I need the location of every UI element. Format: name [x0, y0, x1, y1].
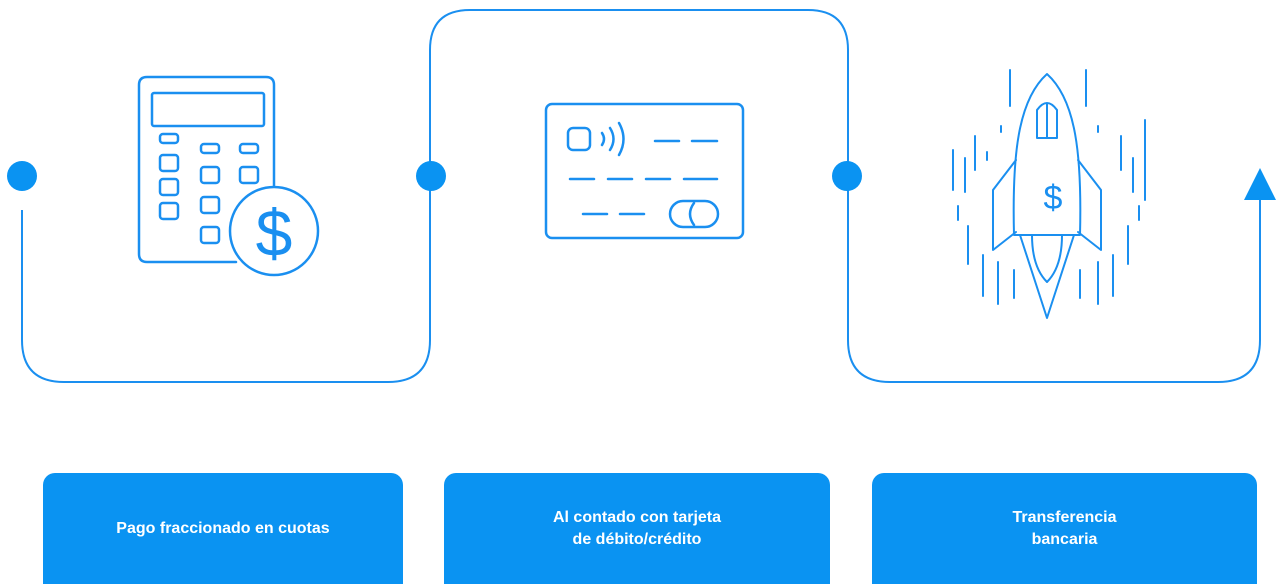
- flow-dot-3: [832, 161, 862, 191]
- option-card-card-payment[interactable]: Al contado con tarjeta de débito/crédito: [444, 473, 830, 584]
- rocket-dollar-icon: [952, 69, 1146, 319]
- payment-flow-diagram: $: [7, 9, 1276, 383]
- flow-dot-1: [7, 161, 37, 191]
- flow-dot-2: [416, 161, 446, 191]
- option-card-bank-transfer[interactable]: Transferencia bancaria: [872, 473, 1257, 584]
- flow-arrowhead: [1244, 168, 1276, 200]
- card-label-line: Al contado con tarjeta: [552, 508, 722, 526]
- flow-connector-line: [21, 9, 1261, 383]
- card-label-line: de débito/crédito: [572, 530, 702, 548]
- credit-card-contactless-icon: [544, 102, 745, 240]
- option-card-installments[interactable]: Pago fraccionado en cuotas: [43, 473, 403, 584]
- card-label-line: bancaria: [1031, 530, 1098, 548]
- card-label-line: Pago fraccionado en cuotas: [116, 519, 330, 537]
- calculator-dollar-sign: $: [256, 196, 293, 270]
- card-label-line: Transferencia: [1012, 508, 1117, 526]
- rocket-dollar-sign: $: [1044, 179, 1063, 217]
- calculator-dollar-icon: [137, 75, 320, 277]
